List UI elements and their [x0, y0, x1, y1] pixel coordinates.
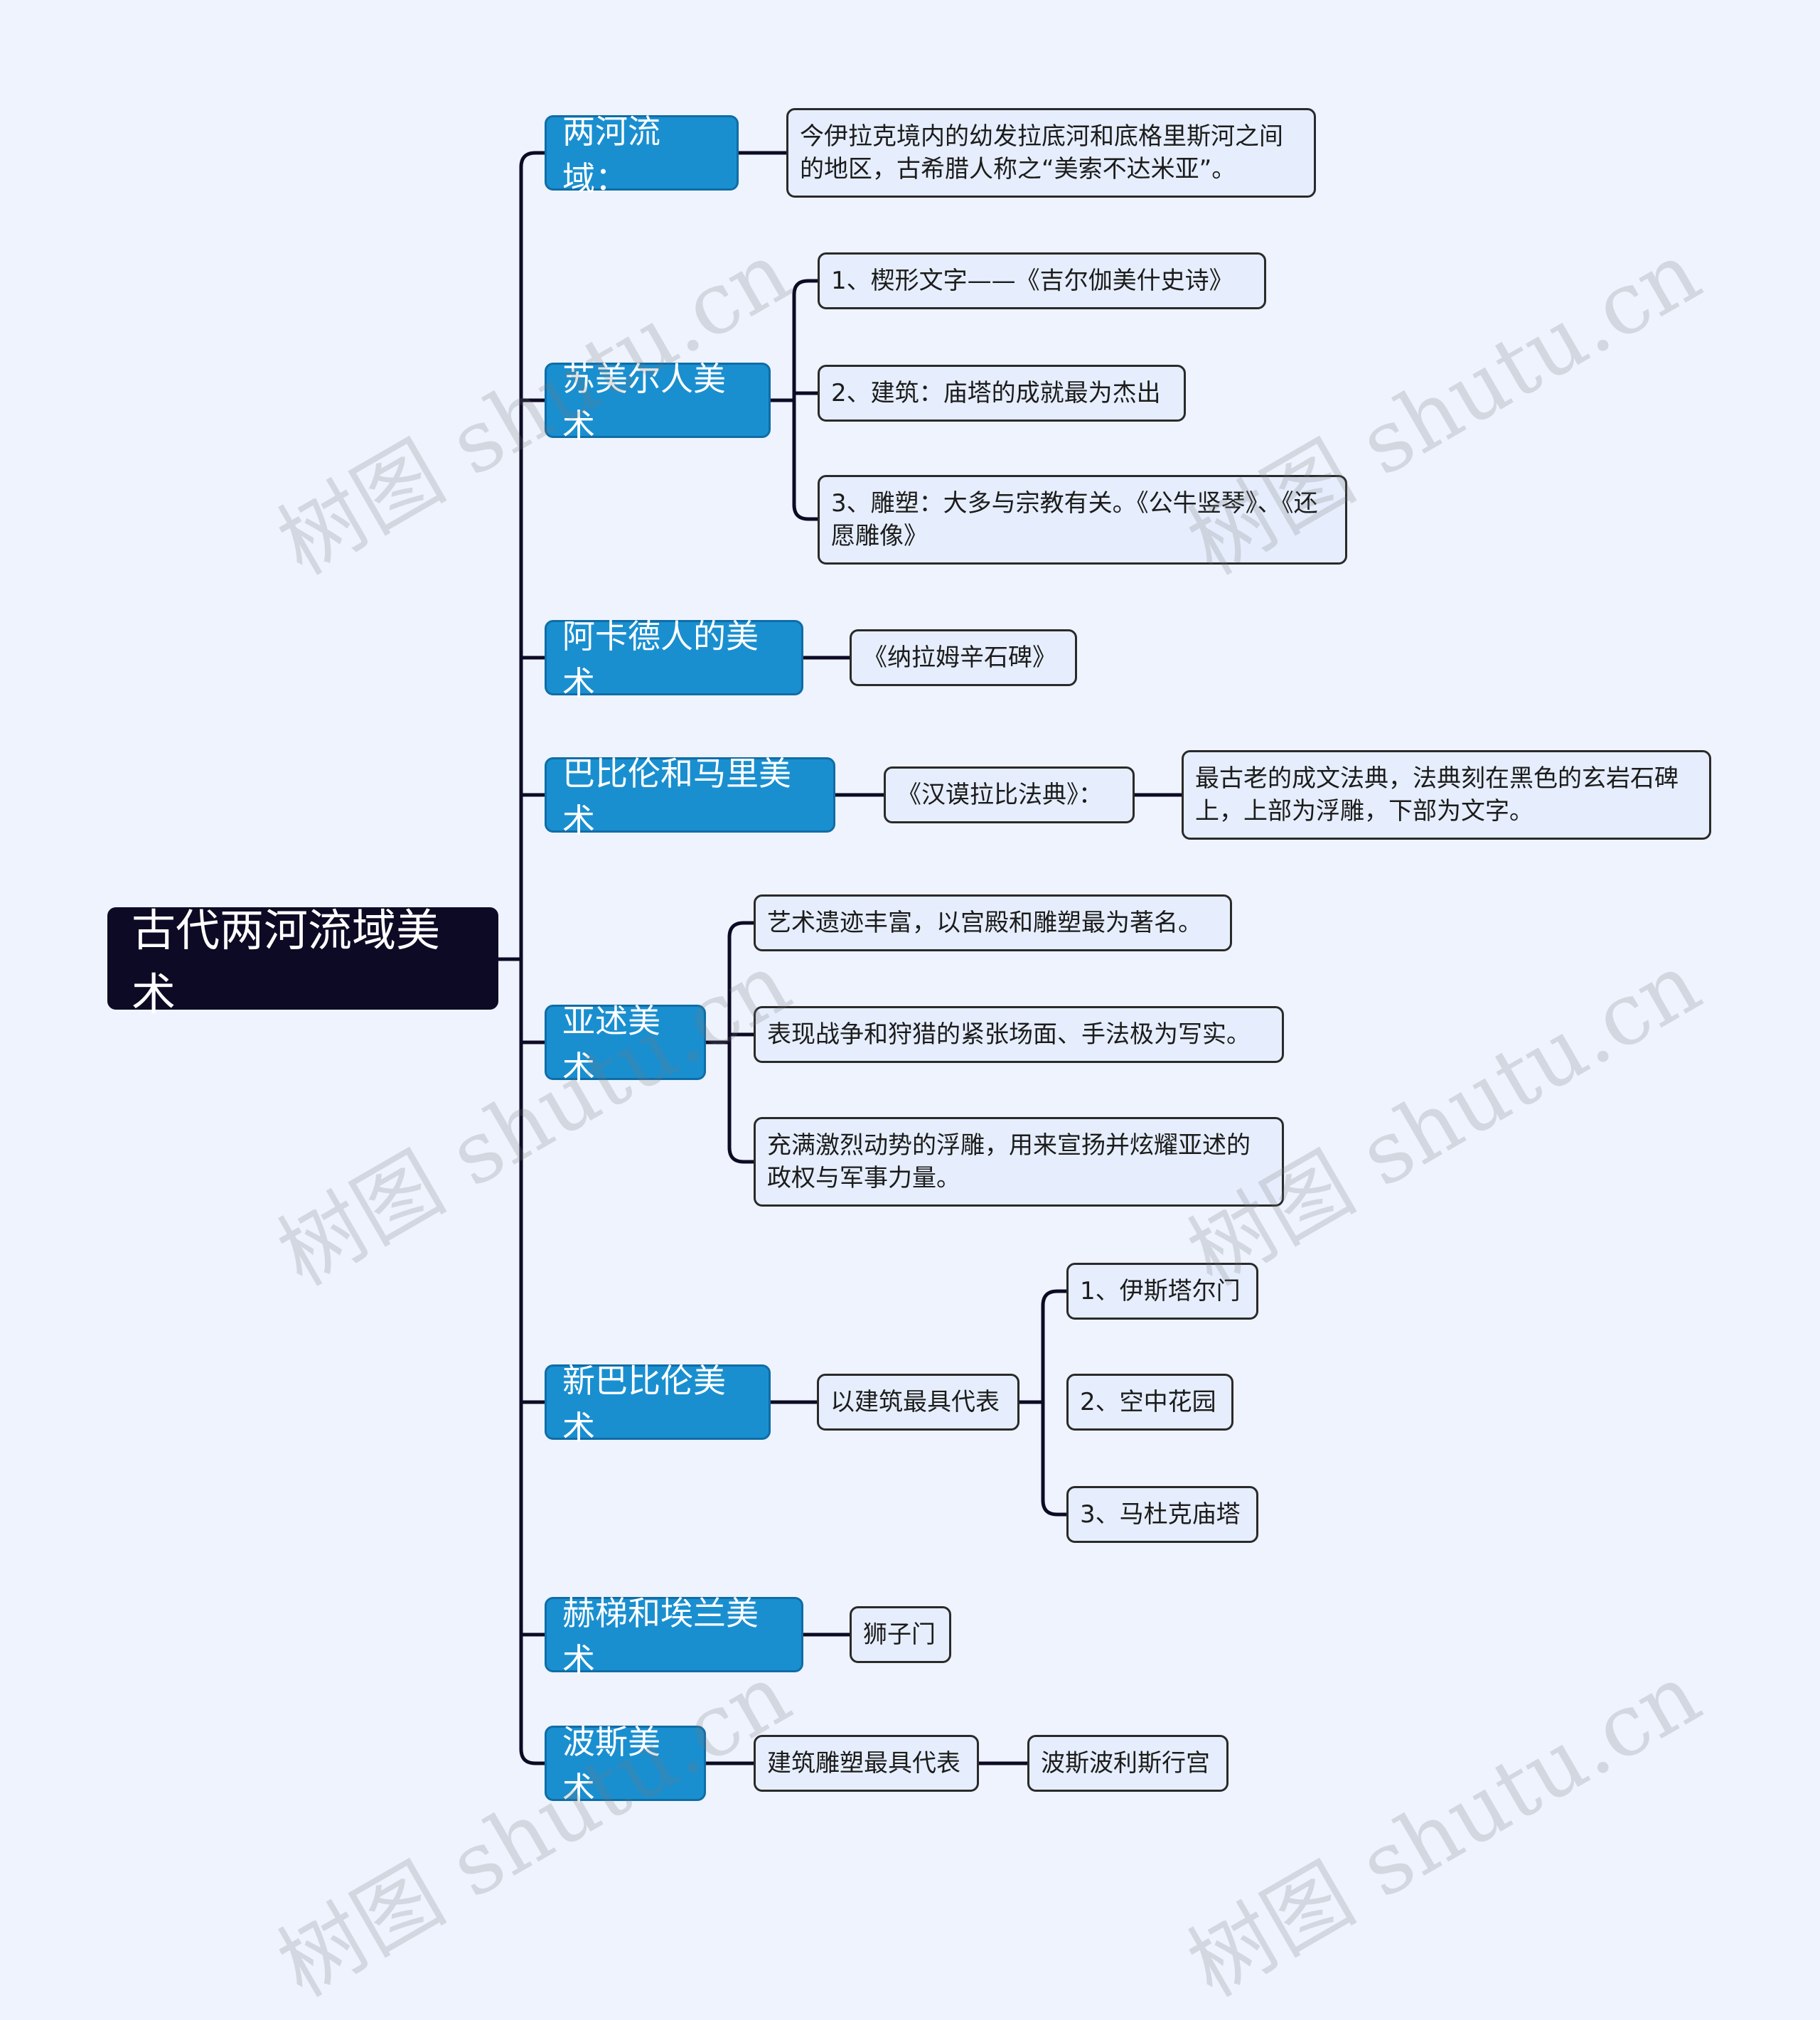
branch-assyrian-art[interactable]: 亚述美术	[545, 1002, 706, 1087]
leaf-persepolis[interactable]: 波斯波利斯行宫	[1027, 1735, 1228, 1792]
leaf-label: 以建筑最具代表	[830, 1388, 1000, 1416]
branch-label: 巴比伦和马里美术	[562, 754, 791, 840]
leaf-ishtar-gate[interactable]: 1、伊斯塔尔门	[1066, 1263, 1258, 1320]
leaf-label: 2、空中花园	[1080, 1388, 1216, 1416]
leaf-naram-sin-stele[interactable]: 《纳拉姆辛石碑》	[850, 629, 1077, 686]
leaf-label: 3、雕塑：大多与宗教有关。《公牛竖琴》、《还愿雕像》	[831, 489, 1318, 550]
leaf-label: 3、马杜克庙塔	[1080, 1500, 1241, 1529]
leaf-label: 充满激烈动势的浮雕，用来宣扬并炫耀亚述的政权与军事力量。	[767, 1131, 1251, 1192]
branch-babylon-mari-art[interactable]: 巴比伦和马里美术	[545, 754, 835, 840]
leaf-label: 1、楔形文字——《吉尔伽美什史诗》	[831, 267, 1233, 295]
leaf-label: 最古老的成文法典，法典刻在黑色的玄岩石碑上，上部为浮雕，下部为文字。	[1195, 764, 1679, 825]
leaf-label: 《汉谟拉比法典》：	[897, 781, 1103, 809]
root-topic[interactable]: 古代两河流域美术	[107, 904, 498, 1020]
leaf-sculpture[interactable]: 3、雕塑：大多与宗教有关。《公牛竖琴》、《还愿雕像》	[818, 475, 1347, 565]
leaf-assyria-reliefs[interactable]: 充满激烈动势的浮雕，用来宣扬并炫耀亚述的政权与军事力量。	[754, 1117, 1284, 1207]
leaf-assyria-realism[interactable]: 表现战争和狩猎的紧张场面、手法极为写实。	[754, 1006, 1284, 1063]
branch-akkadian-art[interactable]: 阿卡德人的美术	[545, 617, 803, 702]
leaf-label: 今伊拉克境内的幼发拉底河和底格里斯河之间的地区，古希腊人称之“美索不达米亚”。	[800, 122, 1283, 183]
leaf-label: 2、建筑：庙塔的成就最为杰出	[831, 379, 1161, 407]
connector-lines	[496, 151, 1184, 1765]
leaf-hanging-gardens[interactable]: 2、空中花园	[1066, 1374, 1233, 1431]
leaf-architecture[interactable]: 2、建筑：庙塔的成就最为杰出	[818, 365, 1186, 422]
root-topic-label: 古代两河流域美术	[132, 904, 441, 1020]
leaf-lion-gate[interactable]: 狮子门	[850, 1606, 951, 1663]
leaf-architecture-sculpture[interactable]: 建筑雕塑最具代表	[754, 1735, 979, 1792]
branch-hittite-elam-art[interactable]: 赫梯和埃兰美术	[545, 1594, 803, 1679]
leaf-label: 波斯波利斯行宫	[1041, 1749, 1210, 1778]
branch-persian-art[interactable]: 波斯美术	[545, 1723, 706, 1808]
branch-label: 亚述美术	[562, 1002, 660, 1087]
leaf-label: 《纳拉姆辛石碑》	[863, 643, 1056, 672]
branch-label: 阿卡德人的美术	[562, 617, 759, 702]
branch-sumerian-art[interactable]: 苏美尔人美术	[545, 360, 771, 445]
leaf-hammurabi-code[interactable]: 《汉谟拉比法典》：	[884, 766, 1135, 823]
branch-label: 新巴比伦美术	[562, 1362, 726, 1447]
branch-label: 两河流域：	[562, 112, 660, 198]
leaf-label: 狮子门	[863, 1620, 936, 1649]
leaf-hammurabi-description[interactable]: 最古老的成文法典，法典刻在黑色的玄岩石碑上，上部为浮雕，下部为文字。	[1182, 750, 1711, 840]
leaf-marduk-ziggurat[interactable]: 3、马杜克庙塔	[1066, 1486, 1258, 1543]
leaf-cuneiform[interactable]: 1、楔形文字——《吉尔伽美什史诗》	[818, 252, 1266, 309]
leaf-label: 艺术遗迹丰富，以宫殿和雕塑最为著名。	[767, 909, 1202, 937]
leaf-architecture-representative[interactable]: 以建筑最具代表	[817, 1374, 1019, 1431]
branch-label: 苏美尔人美术	[562, 360, 726, 445]
leaf-label: 1、伊斯塔尔门	[1080, 1277, 1241, 1305]
leaf-label: 表现战争和狩猎的紧张场面、手法极为写实。	[767, 1020, 1251, 1049]
branch-neo-babylonian-art[interactable]: 新巴比伦美术	[545, 1362, 771, 1447]
branch-label: 波斯美术	[562, 1723, 660, 1808]
leaf-assyria-remains[interactable]: 艺术遗迹丰富，以宫殿和雕塑最为著名。	[754, 894, 1232, 951]
branch-label: 赫梯和埃兰美术	[562, 1594, 759, 1679]
leaf-label: 建筑雕塑最具代表	[767, 1749, 960, 1778]
branch-two-rivers[interactable]: 两河流域：	[545, 112, 739, 198]
leaf-two-rivers-description[interactable]: 今伊拉克境内的幼发拉底河和底格里斯河之间的地区，古希腊人称之“美索不达米亚”。	[786, 108, 1316, 198]
